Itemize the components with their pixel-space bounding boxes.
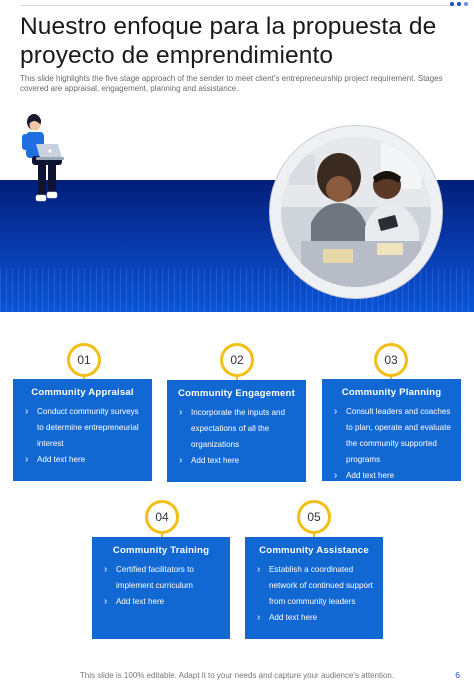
stage-title: Community Assistance (259, 545, 369, 556)
stage-card-community-training: Community Training Certified facilitator… (92, 537, 230, 639)
stage-bullets: Conduct community surveys to determine e… (23, 404, 142, 468)
stage-bullet: Incorporate the inputs and expectations … (177, 405, 296, 453)
stage-bullet: Add text here (102, 594, 220, 610)
footer-note: This slide is 100% editable. Adapt it to… (79, 671, 395, 680)
stage-card-community-planning: Community Planning Consult leaders and c… (322, 379, 461, 484)
stage-bullet: Consult leaders and coaches to plan, ope… (332, 404, 451, 468)
top-rule (20, 5, 456, 6)
page-title: Nuestro enfoque para la propuesta de pro… (20, 13, 437, 69)
stage-badge-05: 05 (297, 500, 331, 534)
stage-card-community-engagement: Community Engagement Incorporate the inp… (167, 380, 306, 482)
stage-card-community-assistance: Community Assistance Establish a coordin… (245, 537, 383, 639)
stage-badge-02: 02 (220, 343, 254, 377)
stage-bullet: Add text here (23, 452, 142, 468)
stage-title: Community Training (112, 545, 210, 556)
stage-badge-03: 03 (374, 343, 408, 377)
stage-bullets: Consult leaders and coaches to plan, ope… (332, 404, 451, 484)
page-number: 6 (455, 670, 460, 680)
stage-bullets: Certified facilitators to implement curr… (102, 562, 220, 610)
stage-bullets: Incorporate the inputs and expectations … (177, 405, 296, 469)
stage-bullet: Add text here (332, 468, 451, 484)
stage-bullet: Establish a coordinated network of conti… (255, 562, 373, 610)
stage-title: Community Engagement (177, 388, 295, 399)
page-subtitle: This slide highlights the five stage app… (20, 74, 443, 93)
stage-bullets: Establish a coordinated network of conti… (255, 562, 373, 626)
stage-badge-01: 01 (67, 343, 101, 377)
stage-bullet: Conduct community surveys to determine e… (23, 404, 142, 452)
stage-bullet: Certified facilitators to implement curr… (102, 562, 220, 594)
person-with-laptop-icon (22, 114, 64, 202)
stage-card-community-appraisal: Community Appraisal Conduct community su… (13, 379, 152, 481)
stage-bullet: Add text here (255, 610, 373, 626)
stage-title: Community Appraisal (31, 387, 134, 398)
top-dots-decoration (450, 2, 468, 6)
stage-title: Community Planning (341, 387, 442, 398)
team-meeting-photo (281, 137, 431, 287)
stage-bullet: Add text here (177, 453, 296, 469)
stage-badge-04: 04 (145, 500, 179, 534)
